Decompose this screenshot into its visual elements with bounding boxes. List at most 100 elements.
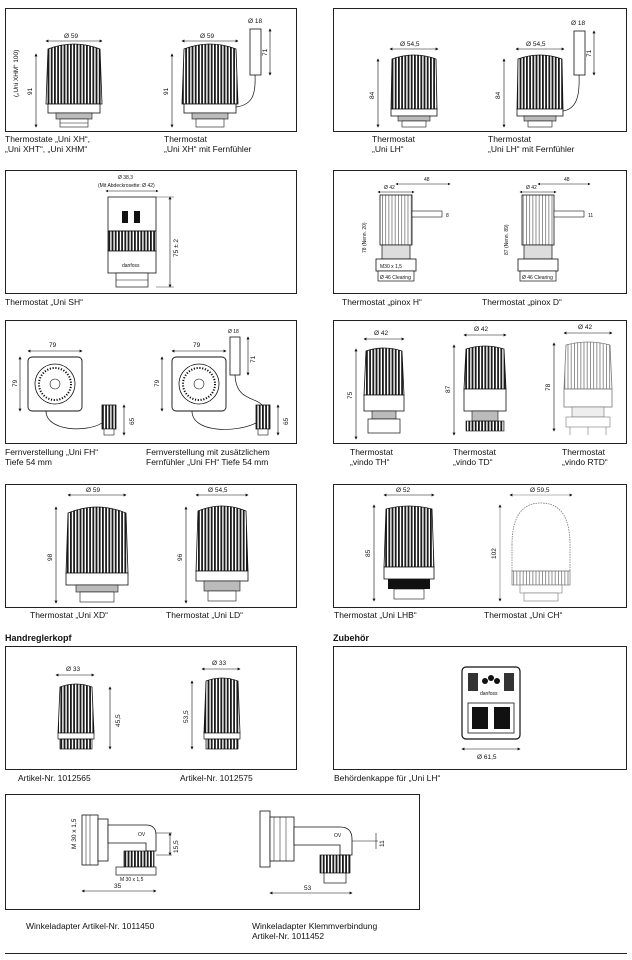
dim-85: 85	[365, 549, 372, 557]
dim-535: 53,5	[183, 710, 190, 723]
drawing-winkeladapter: M 30 x 1,5 OV 15,5 M 30 x 1,5 35 OV 11 5…	[71, 810, 386, 895]
dim-d18b: Ø 18	[571, 20, 585, 27]
caption-uni-xh-ff: Thermostat„Uni XH“ mit Fernfühler	[164, 134, 252, 154]
dim-155: 15,5	[173, 840, 180, 853]
dim-clearing-d: Ø 46 Clearing	[522, 275, 553, 281]
drawing-uni-sh: Ø 38,3 (Mit Abdeckrosette: Ø 42) danfoss…	[98, 175, 180, 288]
dim-d59b: Ø 59	[200, 33, 214, 40]
caption-uni-fh: Fernverstellung „Uni FH“Tiefe 54 mm	[5, 447, 99, 467]
drawing-uni-fh: 79 79 65 79 79 Ø 18 71 65	[12, 329, 290, 436]
section-zubehoer: Zubehör	[333, 633, 369, 643]
dim-d595: Ø 59,5	[530, 487, 550, 494]
dim-79b: 79	[193, 342, 201, 349]
dim-65: 65	[129, 417, 136, 425]
drawing-uni-lhb-ch: Ø 52 85 Ø 59,5 102	[365, 487, 573, 602]
dim-m30-pinox: M30 x 1,5	[380, 264, 402, 270]
dim-91: 91	[27, 87, 34, 95]
dim-455: 45,5	[115, 714, 122, 727]
panel-uni-lh: 84 Ø 54,5 84 Ø 54,5 Ø 18 71	[333, 8, 627, 132]
panel-uni-xh: („Uni XHM“ 100) 91 Ø 59 91 Ø 59 Ø 18 71	[5, 8, 297, 132]
dim-uni-xhm-100: („Uni XHM“ 100)	[13, 50, 20, 97]
svg-text:danfoss: danfoss	[480, 691, 498, 697]
dim-d59: Ø 59	[64, 33, 78, 40]
panel-uni-sh: Ø 38,3 (Mit Abdeckrosette: Ø 42) danfoss…	[5, 170, 297, 294]
dim-d18: Ø 18	[248, 18, 262, 25]
dim-71b: 71	[586, 49, 593, 57]
dim-d59-xd: Ø 59	[86, 487, 100, 494]
caption-uni-sh: Thermostat „Uni SH“	[5, 297, 83, 307]
panel-handregler: Ø 33 45,5 Ø 33 53,5	[5, 646, 297, 770]
dim-d42-pinoxd: Ø 42	[526, 185, 537, 191]
caption-pinox-h: Thermostat „pinox H“	[342, 297, 422, 307]
dim-75-th: 75	[347, 391, 354, 399]
panel-uni-lhb-ch: Ø 52 85 Ø 59,5 102	[333, 484, 627, 608]
dim-d18-fh: Ø 18	[228, 329, 239, 335]
dim-d615: Ø 61,5	[477, 754, 497, 761]
panel-vindo: Ø 42 75 Ø 42 87 Ø 42 78	[333, 320, 627, 444]
panel-winkeladapter: M 30 x 1,5 OV 15,5 M 30 x 1,5 35 OV 11 5…	[5, 794, 420, 910]
caption-uni-xd: Thermostat „Uni XD“	[30, 610, 108, 620]
dim-102: 102	[491, 548, 498, 559]
dim-m30-bottom: M 30 x 1,5	[120, 877, 144, 883]
bottom-rule	[5, 953, 627, 954]
dim-d42-pinox: Ø 42	[384, 185, 395, 191]
panel-uni-fh: 79 79 65 79 79 Ø 18 71 65	[5, 320, 297, 444]
dim-48: 48	[424, 177, 430, 183]
dim-84: 84	[369, 91, 376, 99]
dim-78: 78	[545, 383, 552, 391]
dim-d42-th: Ø 42	[374, 330, 388, 337]
dim-79: 79	[49, 342, 57, 349]
dim-11-winkel: 11	[379, 840, 386, 847]
dim-ov-1: OV	[138, 832, 146, 838]
dim-71: 71	[262, 48, 269, 56]
caption-vindo-td: Thermostat„vindo TD“	[453, 447, 496, 467]
drawing-uni-lh: 84 Ø 54,5 84 Ø 54,5 Ø 18 71	[369, 20, 596, 128]
dim-d383: Ø 38,3	[118, 175, 133, 181]
drawing-pinox: Ø 42 48 8 M30 x 1,5 Ø 46 Clearing 78 (Ne…	[362, 177, 593, 282]
dim-96: 96	[177, 553, 184, 561]
dim-48b: 48	[564, 177, 570, 183]
dim-m30-left: M 30 x 1,5	[71, 818, 78, 849]
caption-uni-ld: Thermostat „Uni LD“	[166, 610, 243, 620]
section-handreglerkopf: Handreglerkopf	[5, 633, 72, 643]
dim-79bv: 79	[154, 379, 161, 387]
dim-84b: 84	[495, 91, 502, 99]
panel-pinox: Ø 42 48 8 M30 x 1,5 Ø 46 Clearing 78 (Ne…	[333, 170, 627, 294]
dim-abdeckrosette: (Mit Abdeckrosette: Ø 42)	[98, 183, 155, 189]
dim-87: 87	[445, 385, 452, 393]
drawing-vindo: Ø 42 75 Ø 42 87 Ø 42 78	[347, 324, 613, 440]
caption-vindo-rtd: Thermostat„vindo RTD“	[562, 447, 608, 467]
dim-d42-rtd: Ø 42	[578, 324, 592, 331]
caption-uni-lhb: Thermostat „Uni LHB“	[334, 610, 417, 620]
caption-uni-ch: Thermostat „Uni CH“	[484, 610, 563, 620]
dim-d545b: Ø 54,5	[526, 41, 546, 48]
dim-35: 35	[114, 883, 122, 890]
caption-pinox-d: Thermostat „pinox D“	[482, 297, 562, 307]
caption-vindo-th: Thermostat„vindo TH“	[350, 447, 393, 467]
drawing-behoerdenkappe: danfoss Ø 61,5	[461, 666, 521, 761]
dim-75-2: 75 ± 2	[173, 239, 180, 257]
dim-pinox-d: 87 (Nenn. 89)	[504, 224, 510, 255]
dim-d42-td: Ø 42	[474, 326, 488, 333]
caption-uni-xh: Thermostate „Uni XH“,„Uni XHT“, „Uni XHM…	[5, 134, 91, 154]
drawing-uni-xh: („Uni XHM“ 100) 91 Ø 59 91 Ø 59 Ø 18 71	[13, 18, 272, 128]
panel-zubehoer: danfoss Ø 61,5	[333, 646, 627, 770]
drawing-uni-xd-ld: Ø 59 98 Ø 54,5 96	[47, 487, 249, 604]
dim-79v: 79	[12, 379, 19, 387]
caption-behoerdenkappe: Behördenkappe für „Uni LH“	[334, 773, 441, 783]
caption-art-1012565: Artikel-Nr. 1012565	[18, 773, 91, 783]
caption-uni-lh: Thermostat„Uni LH“	[372, 134, 415, 154]
dim-91b: 91	[163, 87, 170, 95]
dim-98: 98	[47, 553, 54, 561]
dim-ov-2: OV	[334, 833, 342, 839]
dim-d33: Ø 33	[66, 666, 80, 673]
dim-d545: Ø 54,5	[400, 41, 420, 48]
dim-11-pinox: 11	[588, 213, 593, 219]
dim-65b: 65	[283, 417, 290, 425]
dim-pinox-h: 78 (Nenn. 20)	[362, 222, 368, 253]
dim-71-fh: 71	[250, 355, 257, 363]
dim-clearing-h: Ø 46 Clearing	[380, 275, 411, 281]
drawing-handregler: Ø 33 45,5 Ø 33 53,5	[55, 660, 241, 750]
